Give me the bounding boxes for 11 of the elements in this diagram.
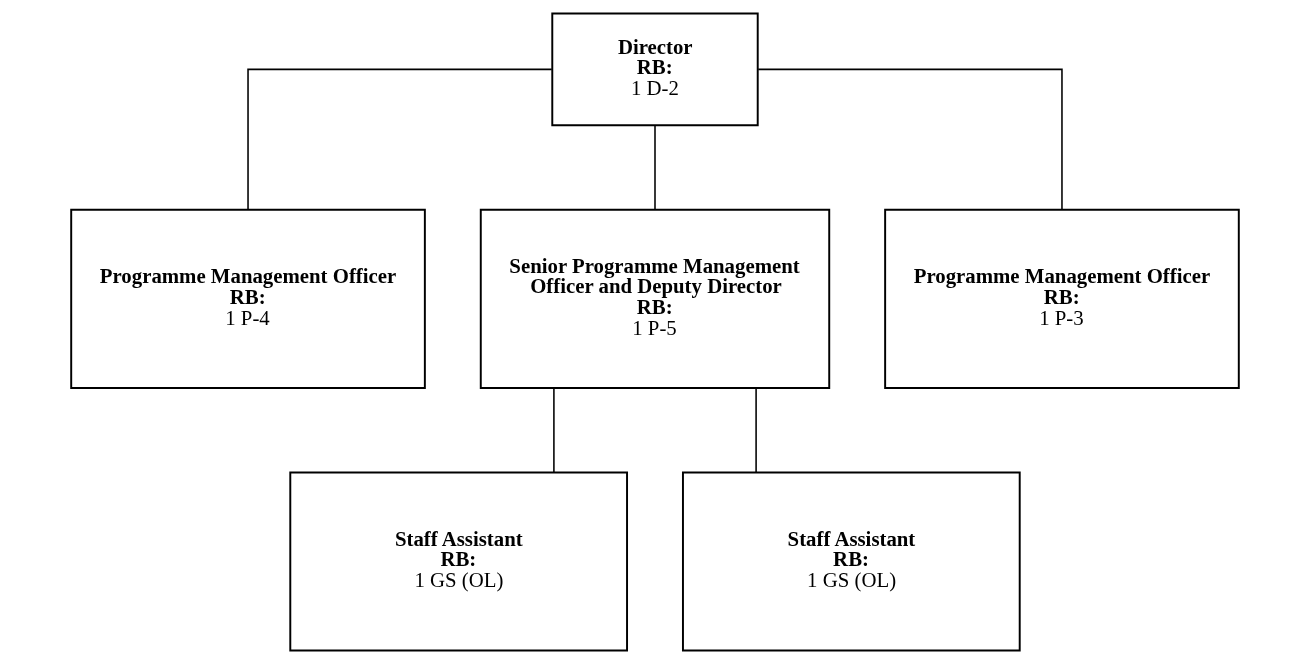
connector [552, 387, 555, 473]
connector [246, 68, 553, 211]
connector [756, 68, 1063, 211]
node-box: Staff Assistant RB: 1 GS (OL) [681, 471, 1021, 652]
node-box: Programme Management Officer RB: 1 P-3 [883, 208, 1240, 389]
node-box: Director RB: 1 D-2 [550, 12, 759, 127]
connector [653, 124, 656, 211]
node-box: Programme Management Officer RB: 1 P-4 [69, 208, 426, 389]
node-box: Staff Assistant RB: 1 GS (OL) [288, 471, 628, 652]
connector [754, 387, 757, 473]
node-box: Senior Programme Management Officer and Deputy Director RB: 1 P-5 [479, 208, 830, 389]
